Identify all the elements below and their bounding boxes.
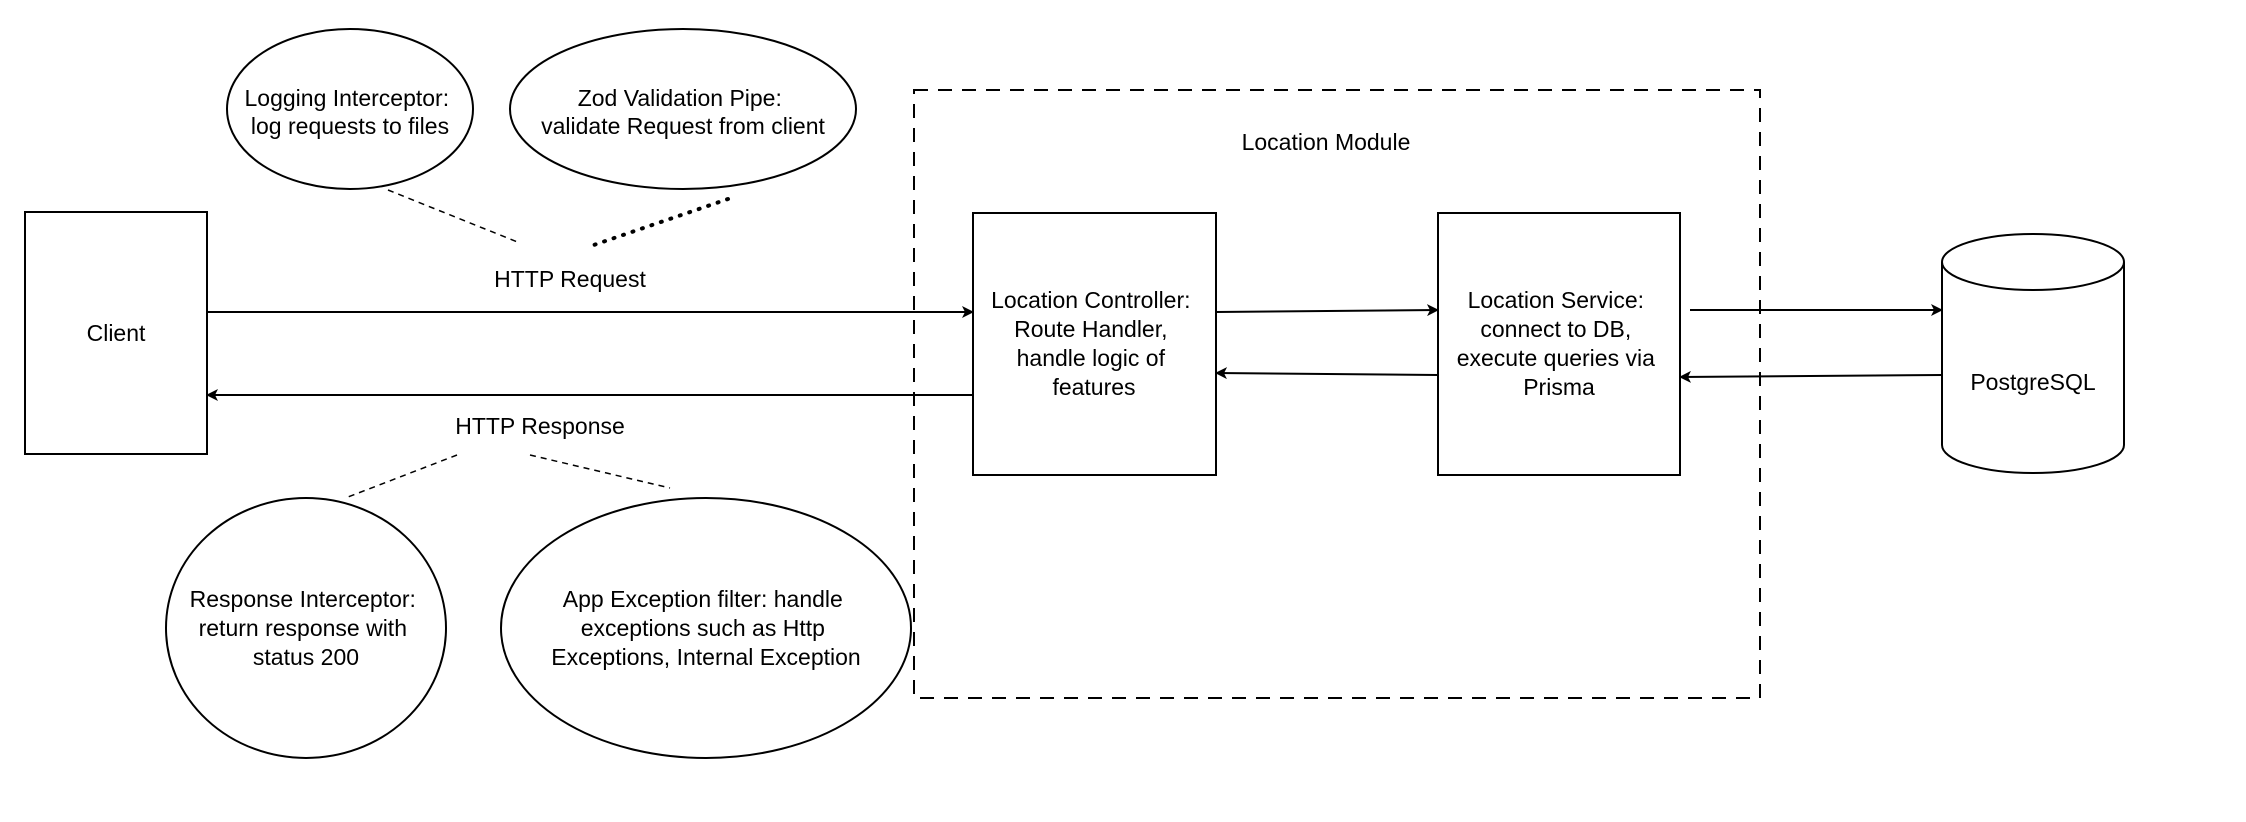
response-interceptor-line: status 200 bbox=[253, 644, 359, 670]
exception-filter-line: exceptions such as Http bbox=[581, 615, 825, 641]
service-line: Prisma bbox=[1523, 374, 1595, 400]
zod-validation-pipe-node: Zod Validation Pipe: validate Request fr… bbox=[509, 28, 857, 190]
controller-to-service-arrow bbox=[1215, 304, 1439, 317]
response-interceptor-line: return response with bbox=[199, 615, 407, 641]
service-line: connect to DB, bbox=[1480, 316, 1631, 342]
postgresql-database-node: PostgreSQL bbox=[1941, 233, 2125, 474]
controller-line: Route Handler, bbox=[1014, 316, 1167, 342]
controller-text: Location Controller: Route Handler, hand… bbox=[991, 287, 1197, 400]
controller-line: features bbox=[1052, 374, 1135, 400]
service-to-controller-arrow bbox=[1215, 367, 1439, 380]
app-exception-filter-node: App Exception filter: handle exceptions … bbox=[500, 497, 912, 759]
logging-interceptor-node: Logging Interceptor: log requests to fil… bbox=[226, 28, 474, 190]
exception-filter-line: App Exception filter: handle bbox=[563, 586, 843, 612]
logging-connector bbox=[387, 189, 521, 244]
location-controller-node: Location Controller: Route Handler, hand… bbox=[972, 212, 1217, 476]
http-request-label: HTTP Request bbox=[494, 266, 646, 292]
exception-filter-text: App Exception filter: handle exceptions … bbox=[551, 586, 860, 670]
client-node: Client bbox=[24, 211, 208, 455]
service-line: execute queries via bbox=[1457, 345, 1655, 371]
database-label: PostgreSQL bbox=[1970, 369, 2095, 395]
logging-interceptor-line: Logging Interceptor: bbox=[245, 85, 450, 111]
database-to-service-arrow bbox=[1679, 370, 1943, 383]
validation-pipe-line: Zod Validation Pipe: bbox=[578, 85, 782, 111]
controller-line: Location Controller: bbox=[991, 287, 1190, 313]
service-text: Location Service: connect to DB, execute… bbox=[1457, 287, 1662, 400]
response-interceptor-node: Response Interceptor: return response wi… bbox=[165, 497, 447, 759]
logging-interceptor-line: log requests to files bbox=[251, 113, 449, 139]
validation-pipe-text: Zod Validation Pipe: validate Request fr… bbox=[541, 85, 825, 139]
logging-interceptor-text: Logging Interceptor: log requests to fil… bbox=[245, 85, 456, 139]
client-label: Client bbox=[87, 320, 146, 346]
response-interceptor-text: Response Interceptor: return response wi… bbox=[190, 586, 423, 670]
response-interceptor-line: Response Interceptor: bbox=[190, 586, 416, 612]
location-service-node: Location Service: connect to DB, execute… bbox=[1437, 212, 1681, 476]
service-line: Location Service: bbox=[1468, 287, 1644, 313]
exception-filter-connector bbox=[529, 454, 671, 489]
response-interceptor-connector bbox=[347, 454, 458, 498]
validation-connector bbox=[586, 197, 730, 249]
exception-filter-line: Exceptions, Internal Exception bbox=[551, 644, 860, 670]
module-title: Location Module bbox=[1242, 129, 1411, 155]
validation-pipe-line: validate Request from client bbox=[541, 113, 825, 139]
controller-line: handle logic of bbox=[1017, 345, 1166, 371]
http-response-label: HTTP Response bbox=[455, 413, 625, 439]
